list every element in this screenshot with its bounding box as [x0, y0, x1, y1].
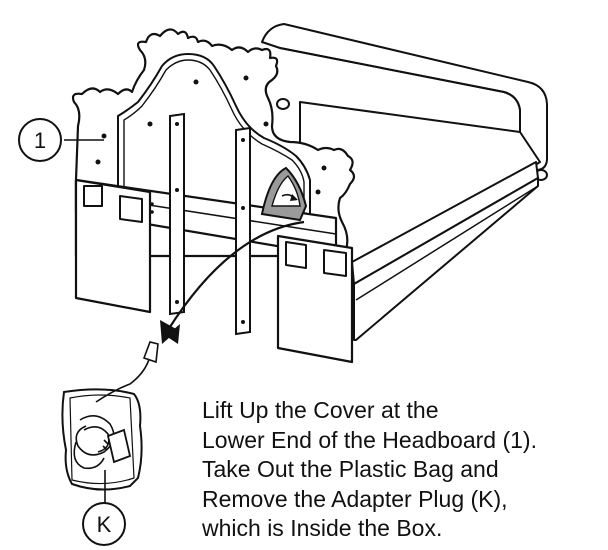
leg-slot-3 [285, 241, 307, 269]
foot-leg-rear [276, 98, 290, 110]
slat-left [169, 112, 185, 316]
headboard-inner-panel [117, 53, 311, 225]
instruction-text: Lift Up the Cover at the Lower End of th… [202, 396, 602, 544]
leg-slot [83, 185, 103, 207]
bed-frame [261, 23, 548, 341]
direction-arrow [160, 220, 305, 344]
instruction-line-4: Remove the Adapter Plug (K), [202, 485, 508, 512]
callout-k-circle [82, 502, 126, 546]
leg-slot-2 [119, 195, 143, 223]
leg-slot-4 [323, 249, 347, 277]
plug-tip [142, 341, 159, 364]
callout-1-circle [18, 118, 62, 162]
slats [169, 112, 251, 336]
cover-flap [260, 166, 308, 222]
adapter-box [106, 428, 132, 464]
instruction-line-1: Lift Up the Cover at the [202, 397, 439, 423]
instruction-line-2: Lower End of the Headboard (1). [202, 426, 537, 453]
callout-1-label: 1 [34, 128, 46, 153]
side-rail-lower [353, 177, 539, 341]
adapter-cable [73, 355, 151, 470]
headboard [71, 28, 356, 364]
instruction-line-3: Take Out the Plastic Bag and [202, 456, 499, 482]
callout-k-label: K [97, 512, 112, 537]
instruction-line-5: which is Inside the Box. [202, 515, 443, 541]
plastic-bag [61, 341, 159, 491]
slat-right [235, 126, 251, 336]
